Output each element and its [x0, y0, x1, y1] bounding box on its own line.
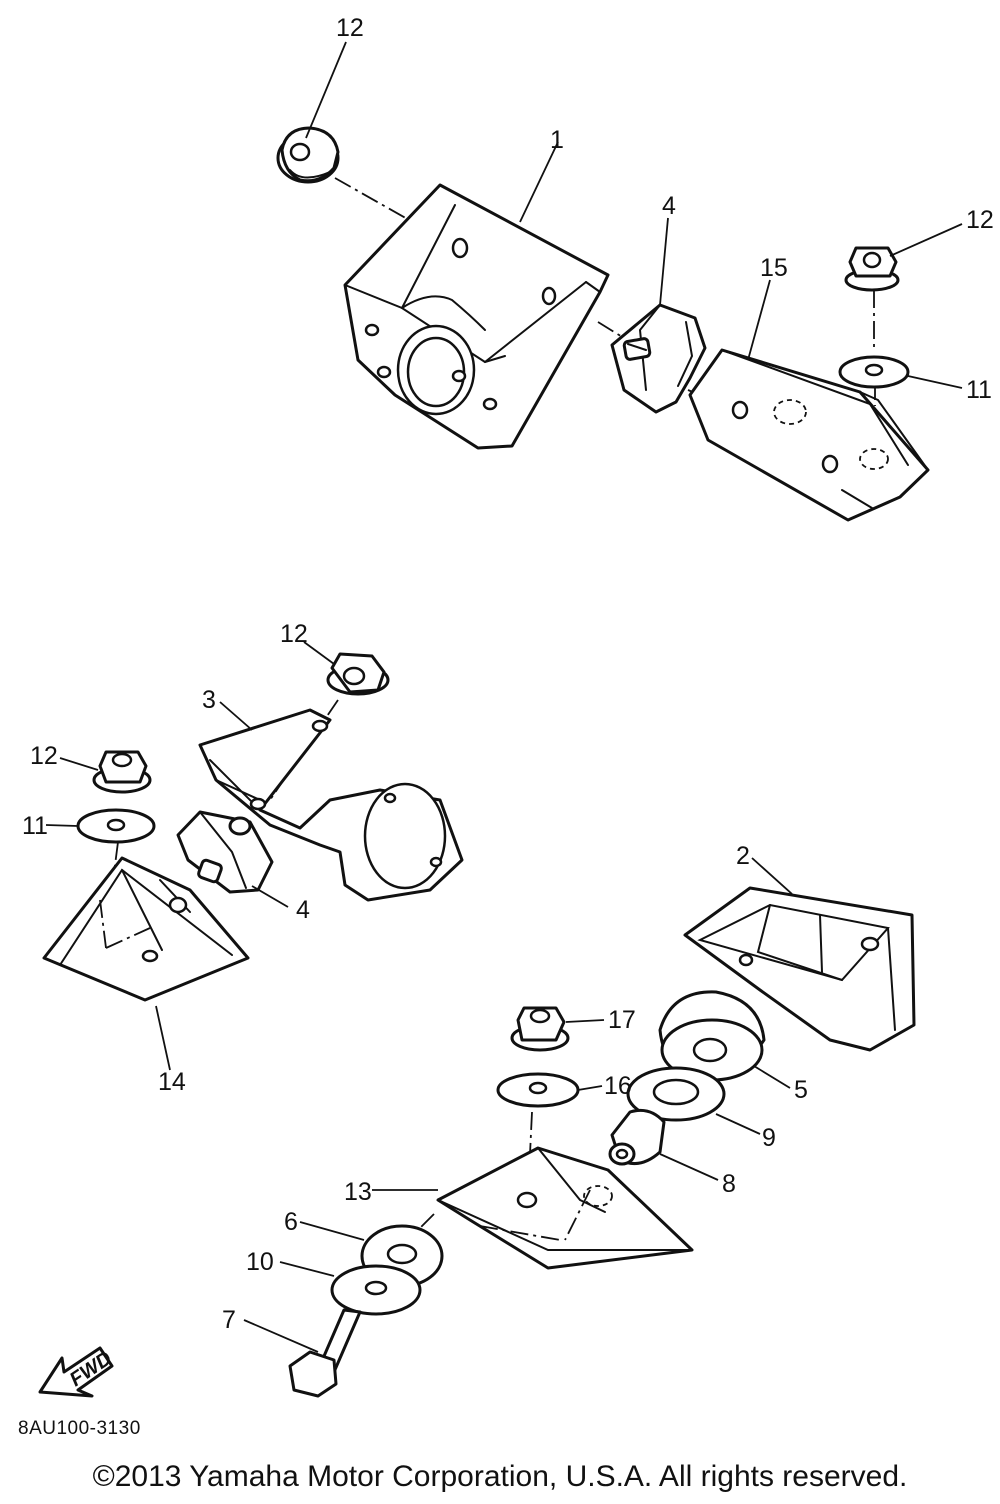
part-7-bolt — [288, 1308, 362, 1398]
callout-3: 3 — [202, 686, 216, 714]
callout-13: 13 — [344, 1178, 372, 1206]
callout-4-middle: 4 — [296, 896, 310, 924]
callout-14: 14 — [158, 1068, 186, 1096]
callout-12-top: 12 — [336, 14, 364, 42]
callout-numbers: 12 1 4 15 12 11 12 3 12 11 4 14 2 17 5 1… — [22, 14, 994, 1334]
part-12-collar-nut-top — [276, 126, 340, 184]
callout-2: 2 — [736, 842, 750, 870]
callout-6: 6 — [284, 1208, 298, 1236]
part-11-washer-right — [838, 355, 910, 389]
callout-8: 8 — [722, 1170, 736, 1198]
callout-10: 10 — [246, 1248, 274, 1276]
part-4-damper-mount-top — [610, 303, 707, 414]
callout-17: 17 — [608, 1006, 636, 1034]
copyright-notice: ©2013 Yamaha Motor Corporation, U.S.A. A… — [92, 1460, 908, 1493]
part-3-middle-bracket — [198, 708, 464, 902]
part-11-washer-left — [76, 808, 156, 844]
part-10-washer — [330, 1264, 422, 1316]
part-17-flange-nut — [510, 1006, 570, 1052]
callout-16: 16 — [604, 1072, 632, 1100]
part-8-collar — [608, 1108, 666, 1166]
callout-4-top: 4 — [662, 192, 676, 220]
callout-12-right: 12 — [966, 206, 994, 234]
part-12-flange-nut-right — [844, 246, 900, 292]
callout-11-left: 11 — [22, 812, 48, 840]
callout-12-middle: 12 — [280, 620, 308, 648]
part-12-flange-nut-middle — [326, 652, 390, 696]
callout-12-left: 12 — [30, 742, 58, 770]
part-9-washer-ring — [626, 1066, 726, 1122]
part-5-rubber-mount — [658, 990, 766, 1082]
part-13-lower-bracket — [436, 1146, 694, 1270]
leader-lines — [45, 41, 963, 1353]
callout-11-right: 11 — [966, 376, 992, 404]
part-1-rear-bracket — [343, 183, 610, 450]
callout-15: 15 — [760, 254, 788, 282]
part-2-lower-bracket — [683, 886, 916, 1052]
part-4-damper-mount-middle — [176, 810, 274, 894]
fwd-arrow-icon: FWD — [38, 1346, 116, 1398]
callout-1: 1 — [550, 126, 564, 154]
figure-code: 8AU100-3130 — [18, 1418, 141, 1439]
part-15-top-bracket — [688, 348, 930, 522]
callout-7: 7 — [222, 1306, 236, 1334]
callout-9: 9 — [762, 1124, 776, 1152]
callout-5: 5 — [794, 1076, 808, 1104]
part-12-flange-nut-left — [92, 750, 152, 794]
part-16-washer — [496, 1072, 580, 1108]
